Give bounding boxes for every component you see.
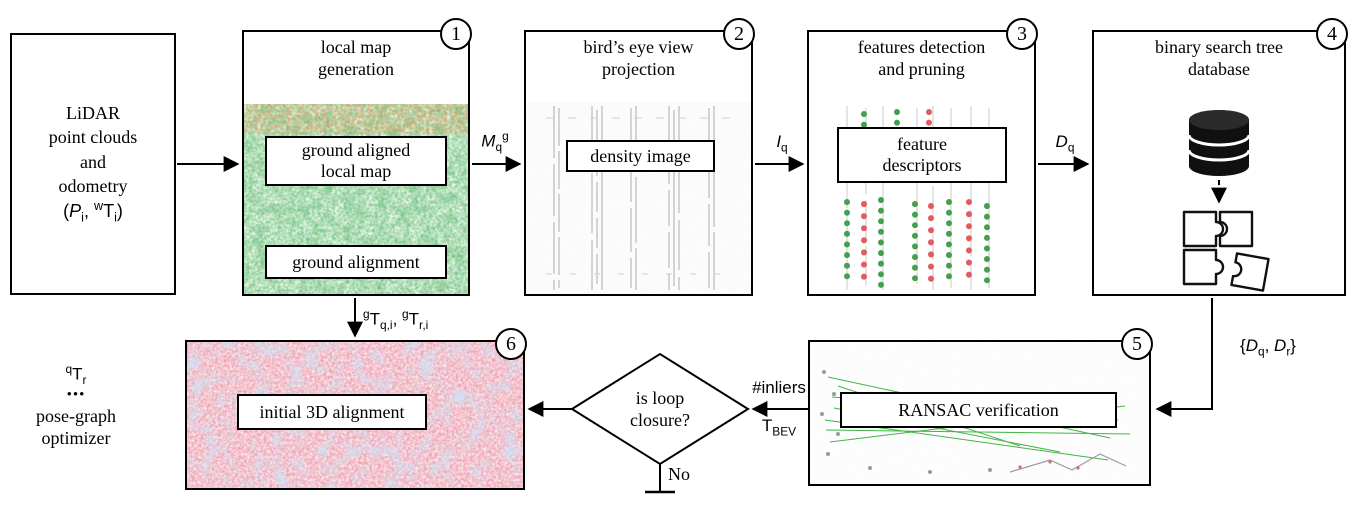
label-qtr: qTr: [65, 362, 87, 388]
ransac-node: 5: [808, 328, 1153, 486]
label-gt: gTq,i, gTr,i: [363, 307, 429, 333]
label-dots: •••: [66, 387, 86, 403]
label-inliers: #inliers: [752, 378, 806, 397]
ground-alignment-label: ground alignment: [292, 251, 420, 272]
step-badge-2: 2: [723, 18, 755, 50]
initial-3d-alignment-box: initial 3D alignment: [237, 394, 427, 430]
density-image-graphic: [526, 102, 751, 294]
density-image-label: density image: [590, 145, 691, 166]
ground-alignment-box: ground alignment: [265, 245, 447, 279]
step-badge-6: 6: [495, 328, 527, 360]
database-graphic: [1182, 110, 1270, 292]
label-mqg: Mqg: [481, 129, 509, 155]
database-icon: [1187, 110, 1251, 176]
ransac-verification-box: RANSAC verification: [840, 392, 1117, 428]
ransac-verification-label: RANSAC verification: [898, 399, 1059, 420]
step-badge-4: 4: [1316, 18, 1348, 50]
local-map-image: [244, 104, 468, 294]
alignment-node: 6 initial 3D alig: [185, 328, 527, 490]
no-label: No: [668, 464, 690, 484]
initial-3d-alignment-label: initial 3D alignment: [259, 401, 405, 422]
step-badge-5: 5: [1121, 328, 1153, 360]
label-tbev: TBEV: [761, 416, 797, 439]
label-dqdr: {Dq, Dr}: [1240, 336, 1296, 359]
step-badge-1: 1: [440, 18, 472, 50]
density-image-box: density image: [566, 140, 715, 172]
arrow-step4-to-step5: [1155, 298, 1213, 417]
label-iq: Iq: [776, 132, 788, 155]
puzzle-icon: [1182, 210, 1270, 292]
step-badge-3: 3: [1006, 18, 1038, 50]
label-dq: Dq: [1055, 132, 1075, 155]
